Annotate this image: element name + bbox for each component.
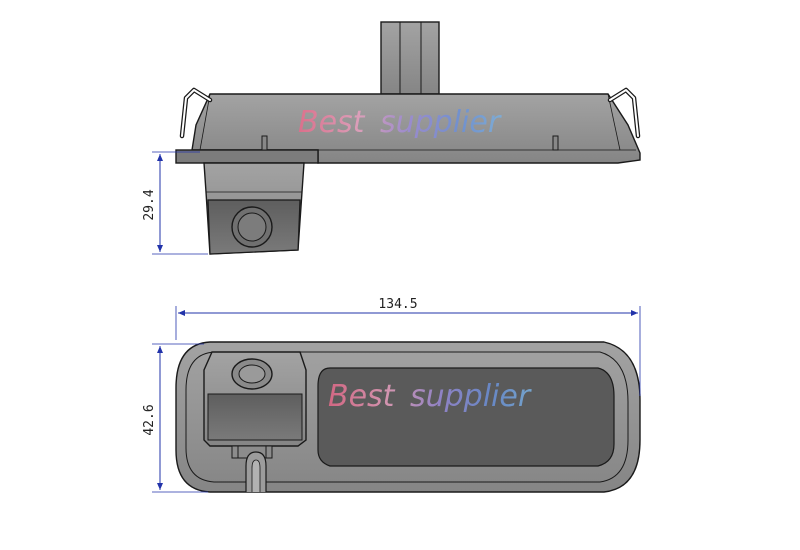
dimension-label: 42.6 <box>142 404 157 435</box>
dark-window-panel <box>317 367 615 467</box>
locating-pin <box>552 135 559 151</box>
side-view: 29.4 Best supplier <box>142 21 641 255</box>
connector-post <box>380 21 440 95</box>
housing-rim <box>185 351 629 483</box>
locating-pin <box>261 135 268 151</box>
dimension-height-top: 29.4 <box>142 151 208 255</box>
watermark: Best supplier <box>328 379 532 414</box>
dimension-length: 134.5 <box>175 297 641 396</box>
front-view: 134.5 42.6 Best supplier <box>142 297 641 493</box>
dimension-label: 134.5 <box>378 297 417 312</box>
dimension-label: 29.4 <box>142 189 157 220</box>
watermark: Best supplier <box>298 105 502 140</box>
dimension-height-front: 42.6 <box>142 343 208 493</box>
cable-connector <box>231 445 273 492</box>
housing-body <box>191 93 641 164</box>
